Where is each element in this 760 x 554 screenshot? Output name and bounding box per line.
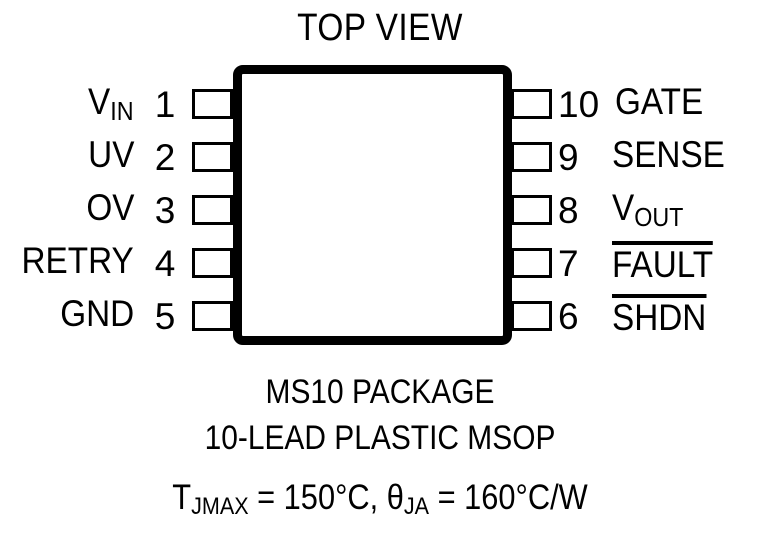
thermal-spec-caption: TJMAX = 150°C, θJA = 160°C/W xyxy=(172,478,588,521)
pin-signal-5: GND xyxy=(59,293,134,334)
pin-label-row-5: GND 5 xyxy=(0,295,182,335)
pin-rect-9 xyxy=(511,142,552,172)
pin-label-row-2: UV 2 xyxy=(0,136,182,176)
package-name-caption: MS10 PACKAGE xyxy=(265,373,495,411)
pin-label-row-1: VIN 1 xyxy=(0,83,182,126)
pin-signal-3: OV xyxy=(85,187,134,228)
pin-number-2: 2 xyxy=(154,136,176,178)
pin-number-4: 4 xyxy=(154,242,176,284)
pin-signal-7: FAULT xyxy=(612,240,714,285)
pin-signal-8: VOUT xyxy=(612,187,684,232)
pin-rect-3 xyxy=(192,195,233,225)
pin-rect-8 xyxy=(511,195,552,225)
pin-rect-10 xyxy=(511,89,552,119)
pin-signal-6: SHDN xyxy=(612,293,707,338)
pin-rect-2 xyxy=(192,142,233,172)
package-description-caption: 10-LEAD PLASTIC MSOP xyxy=(204,419,556,457)
pin-label-row-7: 7 FAULT xyxy=(558,240,760,283)
active-low-overbar-fault: FAULT xyxy=(612,240,714,285)
pin-rect-6 xyxy=(511,301,552,331)
pin-signal-9: SENSE xyxy=(612,134,725,175)
top-view-title: TOP VIEW xyxy=(297,7,463,49)
pin-label-row-6: 6 SHDN xyxy=(558,293,760,336)
pin-signal-10: GATE xyxy=(615,81,704,122)
pin-rect-5 xyxy=(192,301,233,331)
pin-signal-1: VIN xyxy=(88,81,134,126)
pin-number-6: 6 xyxy=(558,295,579,337)
pin-label-row-3: OV 3 xyxy=(0,189,182,229)
pin-number-1: 1 xyxy=(154,83,176,125)
pin-number-10: 10 xyxy=(558,83,600,125)
pin-signal-2: UV xyxy=(87,134,134,175)
pin-signal-4: RETRY xyxy=(21,240,134,281)
package-body-outline xyxy=(233,65,512,345)
pin-number-8: 8 xyxy=(558,189,579,231)
pin-number-7: 7 xyxy=(558,242,579,284)
active-low-overbar-shdn: SHDN xyxy=(612,293,707,338)
pin-number-9: 9 xyxy=(558,136,579,178)
pin-label-row-8: 8 VOUT xyxy=(558,189,760,232)
pin-number-3: 3 xyxy=(154,189,176,231)
pin-rect-7 xyxy=(511,248,552,278)
pin-label-row-9: 9 SENSE xyxy=(558,136,760,176)
pin-label-row-4: RETRY 4 xyxy=(0,242,182,282)
pin-label-row-10: 10 GATE xyxy=(558,83,760,123)
pin-rect-1 xyxy=(192,89,233,119)
pin-number-5: 5 xyxy=(154,295,176,337)
pin-rect-4 xyxy=(192,248,233,278)
